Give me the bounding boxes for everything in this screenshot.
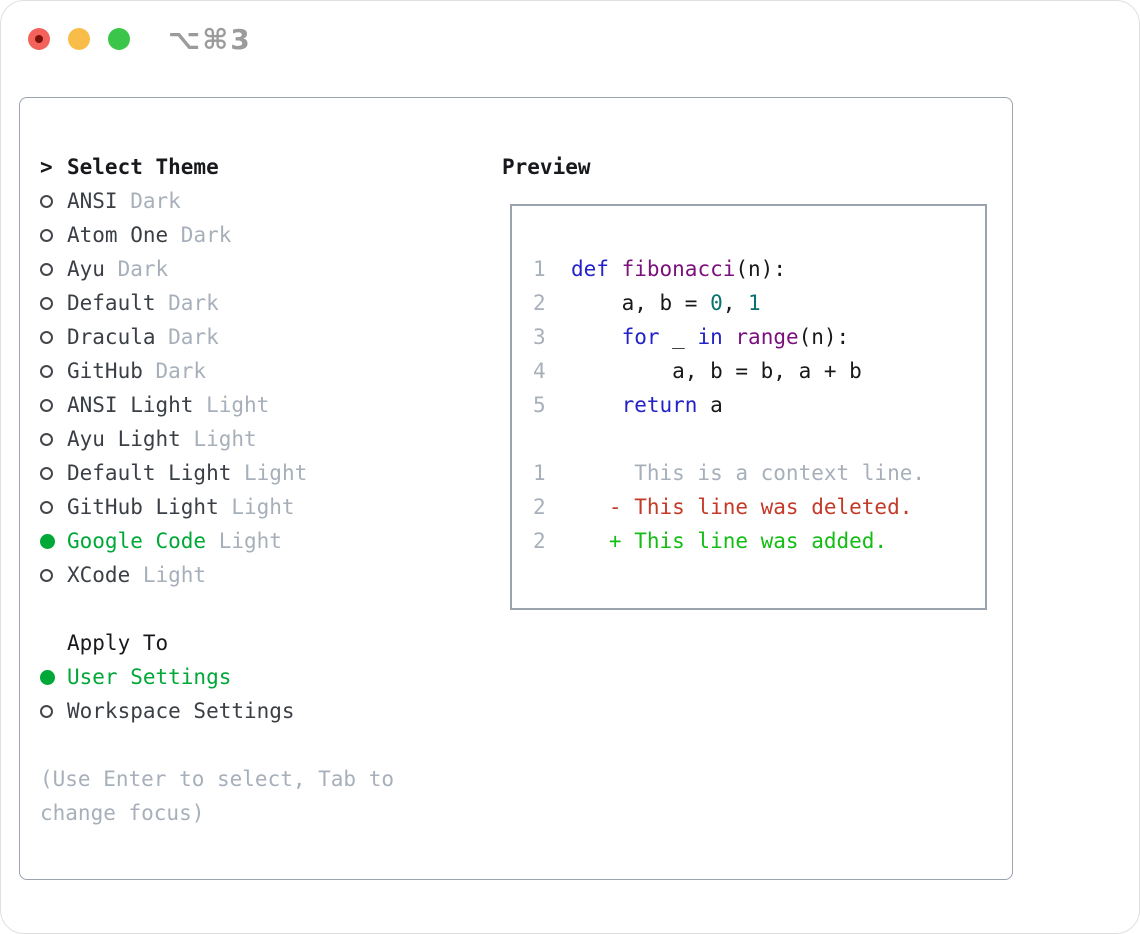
select-theme-title: Select Theme <box>67 155 219 179</box>
option-label: Ayu Light <box>67 427 181 451</box>
option-tag: Dark <box>130 189 181 213</box>
theme-list: ANSI Dark Atom One Dark Ayu Dark Default… <box>40 184 480 592</box>
option-tag: Dark <box>180 223 232 247</box>
theme-option[interactable]: Ayu Light Light <box>40 422 480 456</box>
radio-icon <box>40 568 53 582</box>
line-number: 2 <box>533 291 546 315</box>
close-button-icon[interactable] <box>28 28 50 50</box>
option-label: Dracula <box>67 325 156 349</box>
preview-box: 1 def fibonacci(n): 2 a, b = 0, 1 3 for … <box>510 204 987 610</box>
code-line: 2 - This line was deleted. <box>533 495 913 519</box>
line-number: 2 <box>533 495 546 519</box>
option-tag: Light <box>244 461 308 485</box>
apply-to-header: Apply To <box>40 626 480 660</box>
theme-picker-panel: > Select Theme ANSI Dark Atom One Dark A… <box>19 97 1013 880</box>
line-number: 5 <box>533 393 546 417</box>
option-tag: Dark <box>168 291 219 315</box>
code-line: 1 This is a context line. <box>533 461 926 485</box>
code-line: 5 return a <box>533 393 723 417</box>
spacer <box>40 728 480 762</box>
preview-title: Preview <box>502 155 591 179</box>
line-number: 4 <box>533 359 546 383</box>
theme-option[interactable]: Ayu Dark <box>40 252 480 286</box>
option-tag: Light <box>206 393 270 417</box>
window-titlebar: ⌥⌘3 <box>1 1 1139 77</box>
hint-text: (Use Enter to select, Tab to change focu… <box>40 767 395 825</box>
theme-option[interactable]: Google Code Light <box>40 524 480 558</box>
zoom-button-icon[interactable] <box>108 28 130 50</box>
radio-icon <box>40 296 53 310</box>
apply-to-list: User Settings Workspace Settings <box>40 660 480 728</box>
radio-icon <box>40 533 55 549</box>
window-title: ⌥⌘3 <box>168 23 252 56</box>
line-number: 1 <box>533 461 546 485</box>
theme-option[interactable]: ANSI Dark <box>40 184 480 218</box>
radio-icon <box>40 330 53 344</box>
code-line <box>533 422 985 456</box>
option-label: Atom One <box>67 223 169 247</box>
option-tag: Light <box>231 495 295 519</box>
radio-icon <box>40 262 53 276</box>
selection-caret-icon: > <box>40 155 53 179</box>
option-label: GitHub <box>67 359 143 383</box>
radio-icon <box>40 500 53 514</box>
code-line: 2 a, b = 0, 1 <box>533 291 761 315</box>
option-tag: Dark <box>155 359 207 383</box>
radio-icon <box>40 194 53 208</box>
theme-option[interactable]: ANSI Light Light <box>40 388 480 422</box>
option-tag: Light <box>142 563 207 587</box>
radio-icon <box>40 398 53 412</box>
theme-option[interactable]: XCode Light <box>40 558 480 592</box>
theme-option[interactable]: GitHub Light Light <box>40 490 480 524</box>
line-number: 3 <box>533 325 546 349</box>
code-line: 2 + This line was added. <box>533 529 888 553</box>
theme-option[interactable]: Atom One Dark <box>40 218 480 252</box>
option-tag: Light <box>193 427 257 451</box>
radio-icon <box>40 432 53 446</box>
option-tag: Dark <box>168 325 219 349</box>
option-label: ANSI Light <box>67 393 194 417</box>
radio-icon <box>40 669 55 685</box>
select-theme-header: > Select Theme <box>40 150 480 184</box>
code-preview: 1 def fibonacci(n): 2 a, b = 0, 1 3 for … <box>512 206 985 558</box>
spacer <box>40 592 480 626</box>
option-label: Default Light <box>67 461 232 485</box>
code-line: 1 def fibonacci(n): <box>533 257 786 281</box>
radio-icon <box>40 704 53 718</box>
radio-icon <box>40 228 53 242</box>
line-number: 1 <box>533 257 546 281</box>
option-tag: Dark <box>117 257 169 281</box>
option-label: GitHub Light <box>67 495 219 519</box>
theme-option[interactable]: Default Dark <box>40 286 480 320</box>
theme-option[interactable]: Dracula Dark <box>40 320 480 354</box>
code-line: 3 for _ in range(n): <box>533 325 850 349</box>
minimize-button-icon[interactable] <box>68 28 90 50</box>
option-label: Default <box>67 291 156 315</box>
option-label: Workspace Settings <box>67 699 295 723</box>
theme-option[interactable]: Default Light Light <box>40 456 480 490</box>
apply-to-option[interactable]: Workspace Settings <box>40 694 480 728</box>
option-label: ANSI <box>67 189 118 213</box>
code-line: 4 a, b = b, a + b <box>533 359 862 383</box>
apply-to-title: Apply To <box>67 631 169 655</box>
radio-icon <box>40 364 53 378</box>
option-label: Google Code <box>67 529 207 553</box>
line-number: 2 <box>533 529 546 553</box>
option-label: User Settings <box>67 665 232 689</box>
unsaved-dot-icon <box>35 35 43 43</box>
apply-to-option[interactable]: User Settings <box>40 660 480 694</box>
option-label: Ayu <box>67 257 105 281</box>
radio-icon <box>40 466 53 480</box>
theme-selector-column: > Select Theme ANSI Dark Atom One Dark A… <box>40 150 480 830</box>
option-tag: Light <box>218 529 282 553</box>
option-label: XCode <box>67 563 131 587</box>
theme-option[interactable]: GitHub Dark <box>40 354 480 388</box>
